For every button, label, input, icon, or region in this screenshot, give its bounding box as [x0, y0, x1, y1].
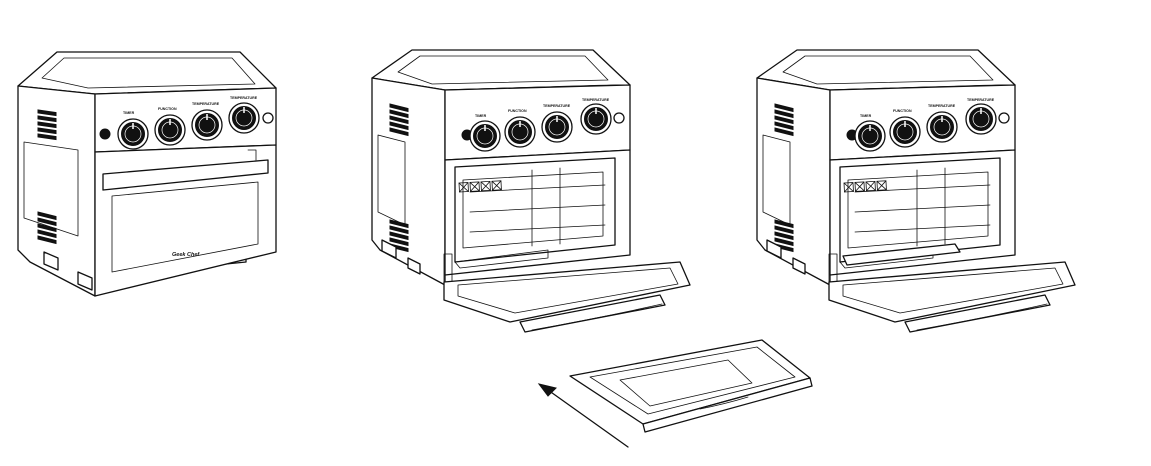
- knob-label-temperature-5: TEMPERATURE: [928, 104, 956, 108]
- knob-label-timer-1: TIMER: [123, 111, 135, 115]
- knob-label-function-1: FUNCTION: [158, 107, 177, 111]
- knob-label-temperature-3: TEMPERATURE: [543, 104, 571, 108]
- knob-label-timer-2: TIMER: [475, 114, 487, 118]
- oven-open-illustration: TIMER FUNCTION TEMPERATURE TEMPERATURE: [372, 50, 690, 332]
- insert-direction-arrow: [537, 383, 629, 448]
- inserted-tray: [842, 243, 961, 266]
- knob-label-temperature-6: TEMPERATURE: [967, 98, 995, 102]
- baking-tray-illustration: [569, 339, 813, 433]
- brand-logo: Geek Chef: [172, 252, 200, 258]
- knob-label-function-3: FUNCTION: [893, 109, 912, 113]
- knob-label-timer-3: TIMER: [860, 114, 872, 118]
- knob-label-temperature-2: TEMPERATURE: [230, 96, 258, 100]
- knob-label-function-2: FUNCTION: [508, 109, 527, 113]
- oven-open-with-tray-illustration: TIMER FUNCTION TEMPERATURE TEMPERATURE: [757, 50, 1075, 332]
- knob-label-temperature-1: TEMPERATURE: [192, 102, 220, 106]
- knob-label-temperature-4: TEMPERATURE: [582, 98, 610, 102]
- oven-closed-illustration: TIMER FUNCTION TEMPERATURE TEMPERATURE G…: [17, 51, 277, 297]
